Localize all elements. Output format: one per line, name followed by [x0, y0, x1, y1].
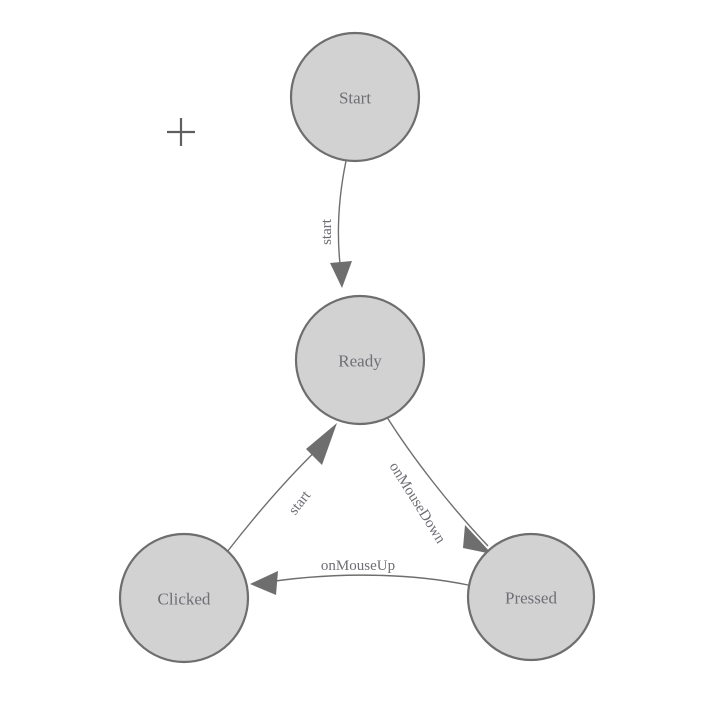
node-start-label: Start [339, 89, 371, 108]
edge-start-to-ready-label: start [319, 218, 335, 245]
edge-ready-to-pressed-label: onMouseDown [386, 460, 449, 547]
edge-ready-to-pressed-path[interactable] [384, 413, 489, 547]
edge-clicked-to-ready[interactable]: start [226, 423, 337, 553]
edge-start-to-ready[interactable]: start [319, 160, 352, 288]
edge-ready-to-pressed[interactable]: onMouseDown [384, 413, 492, 554]
edge-pressed-to-clicked[interactable]: onMouseUp [250, 558, 469, 595]
edge-start-to-ready-path[interactable] [337, 160, 347, 265]
node-start[interactable]: Start [289, 31, 421, 163]
node-ready[interactable]: Ready [294, 294, 426, 426]
edge-pressed-to-clicked-label: onMouseUp [321, 558, 395, 574]
node-clicked-label: Clicked [158, 590, 211, 609]
edge-pressed-to-clicked-arrowhead [250, 571, 278, 595]
node-pressed[interactable]: Pressed [466, 532, 596, 662]
edge-clicked-to-ready-arrowhead [306, 423, 337, 465]
node-ready-label: Ready [338, 352, 382, 371]
node-start-circle[interactable] [289, 31, 421, 163]
edge-clicked-to-ready-label: start [286, 487, 315, 518]
plus-marker-icon[interactable] [167, 118, 195, 146]
node-clicked-circle[interactable] [118, 532, 250, 664]
edge-ready-to-pressed-arrowhead [463, 525, 492, 554]
edge-start-to-ready-arrowhead [330, 261, 352, 288]
node-pressed-circle[interactable] [466, 532, 596, 662]
node-clicked[interactable]: Clicked [118, 532, 250, 664]
node-ready-circle[interactable] [294, 294, 426, 426]
node-pressed-label: Pressed [505, 589, 557, 608]
edge-pressed-to-clicked-path[interactable] [255, 574, 469, 586]
